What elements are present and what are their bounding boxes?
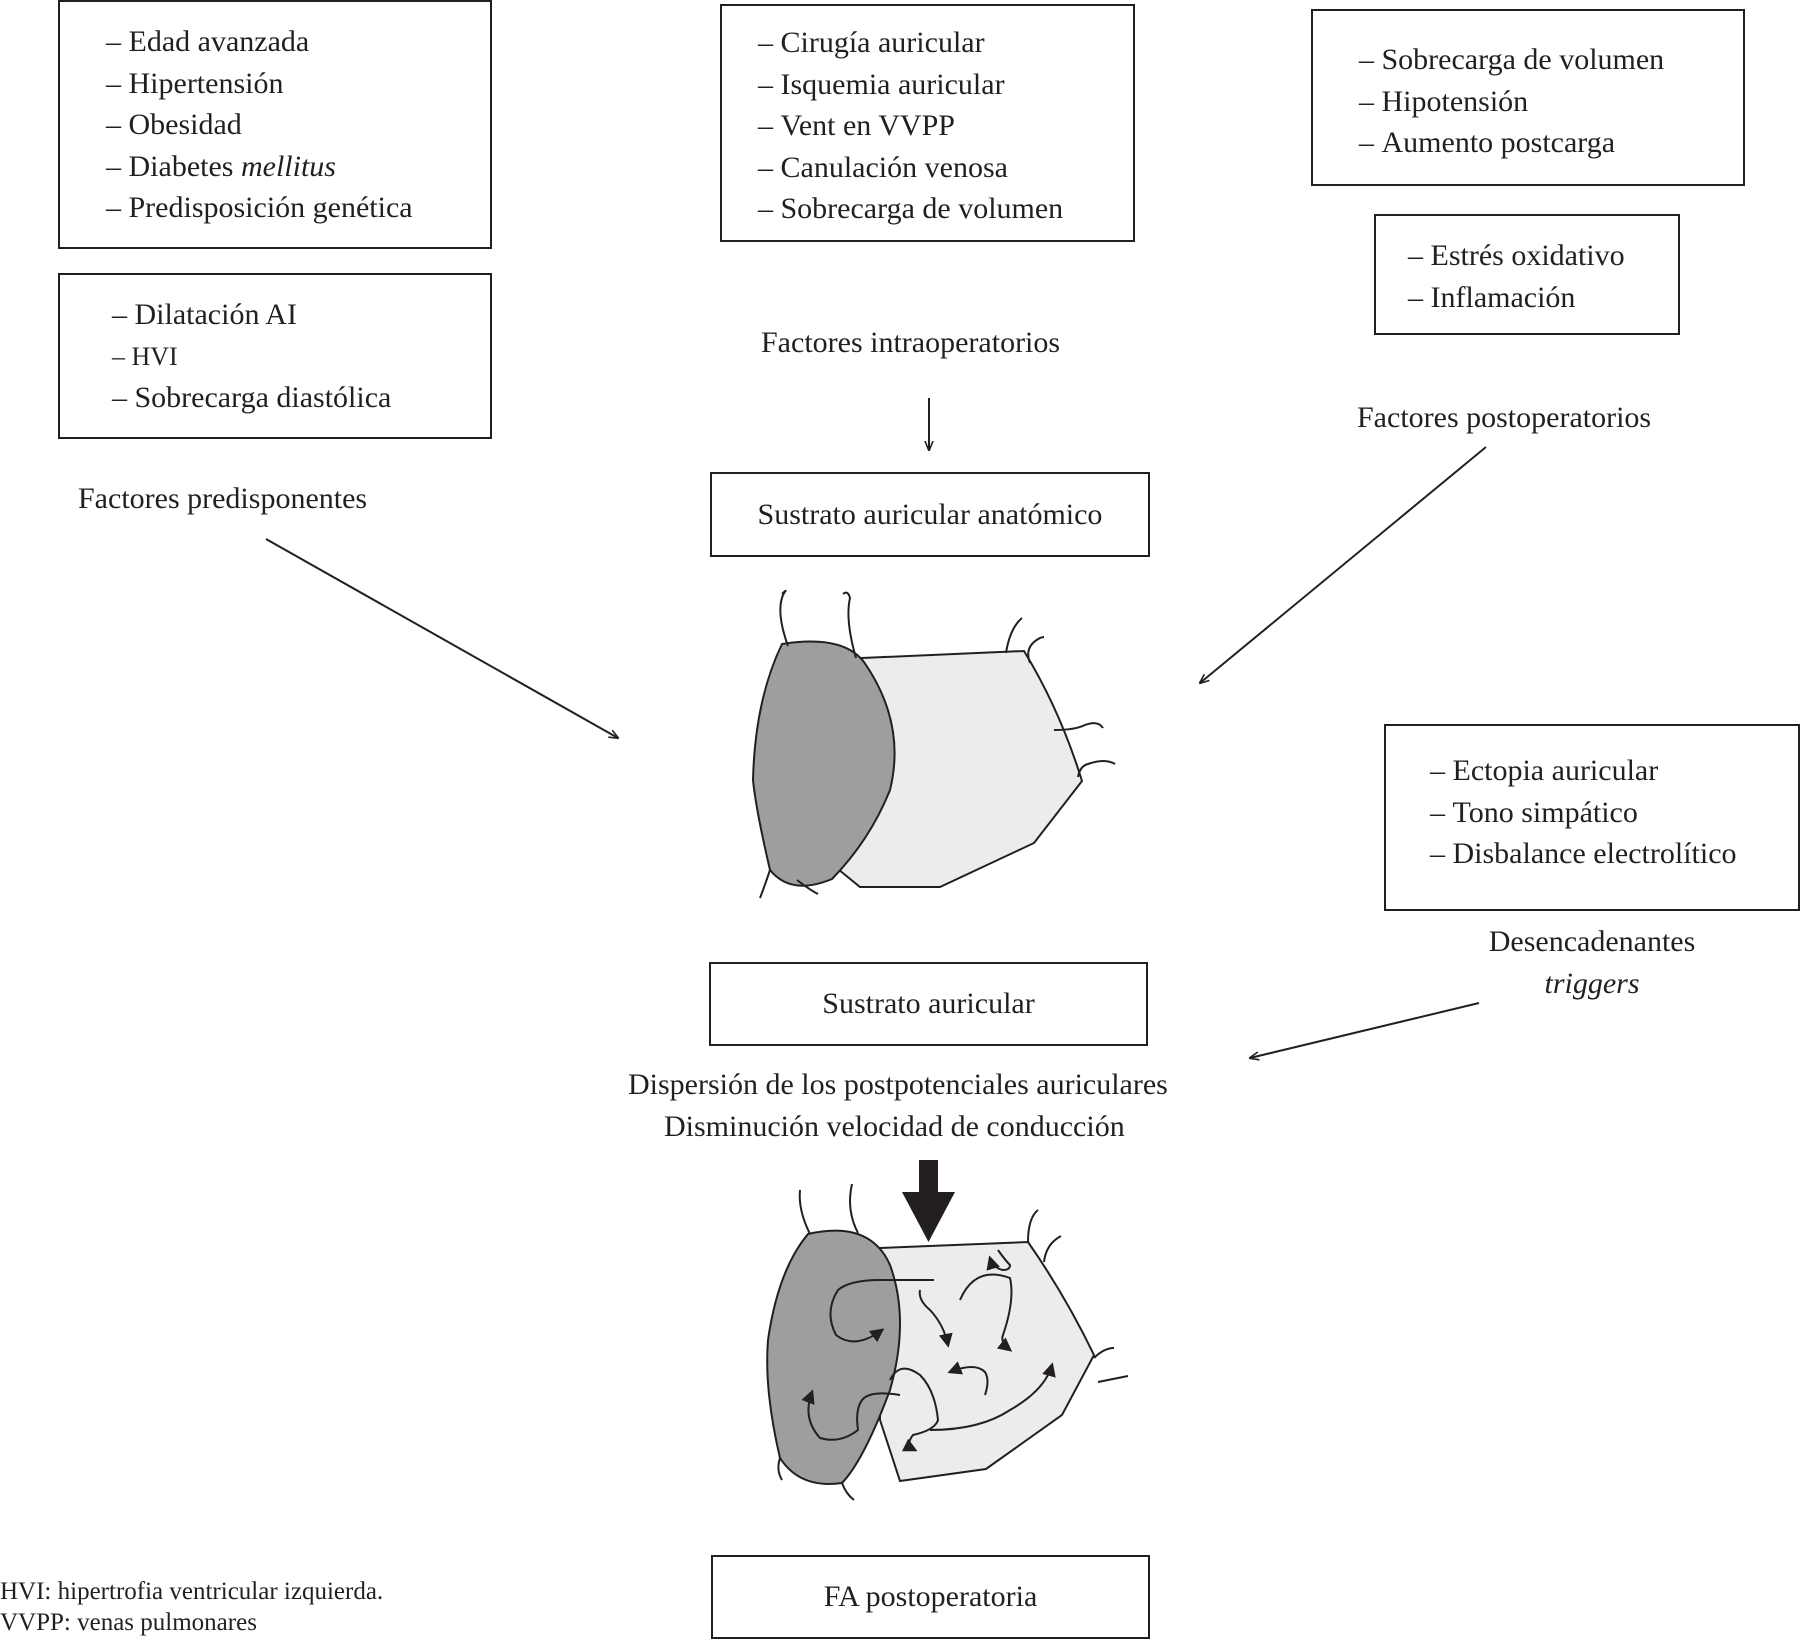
intraoperative-factors-label: Factores intraoperatorios <box>761 326 1061 359</box>
bold-down-arrow <box>902 1160 955 1242</box>
trigger-factors-box: Ectopia auricular Tono simpático Disbala… <box>1384 724 1800 911</box>
list-item: Cirugía auricular <box>758 22 1133 64</box>
substrate-line-1: Dispersión de los postpotenciales auricu… <box>628 1068 1168 1101</box>
list-item-text: Diabetes <box>128 149 241 183</box>
list-item: Ectopia auricular <box>1430 750 1798 792</box>
cardiac-factors-box: Dilatación AI HVI Sobrecarga diastólica <box>58 273 492 439</box>
list-item: Estrés oxidativo <box>1408 235 1678 277</box>
footnote-vvpp: VVPP: venas pulmonares <box>0 1609 257 1636</box>
triggers-label: Desencadenantes triggers <box>1462 921 1722 1005</box>
triggers-label-main: Desencadenantes <box>1488 925 1696 958</box>
anatomic-substrate-box: Sustrato auricular anatómico <box>710 472 1150 557</box>
postoperative-factors-box: Sobrecarga de volumen Hipotensión Aument… <box>1311 9 1745 186</box>
list-item: Sobrecarga diastólica <box>112 377 490 419</box>
list-item: Dilatación AI <box>112 294 490 336</box>
postoperative-factors-label: Factores postoperatorios <box>1357 401 1652 434</box>
list-item: Hipertensión <box>106 63 490 105</box>
list-item: Sobrecarga de volumen <box>758 188 1133 230</box>
list-item: Sobrecarga de volumen <box>1359 39 1743 81</box>
list-item: Inflamación <box>1408 277 1678 319</box>
list-item: Canulación venosa <box>758 147 1133 189</box>
list-item: Tono simpático <box>1430 792 1798 834</box>
list-item: Obesidad <box>106 104 490 146</box>
predisposing-factors-label: Factores predisponentes <box>78 482 368 515</box>
atrial-substrate-box: Sustrato auricular <box>709 962 1148 1046</box>
list-item: Isquemia auricular <box>758 64 1133 106</box>
list-item: HVI <box>112 336 490 378</box>
atria-illustration-2 <box>766 1183 1129 1501</box>
list-item: Predisposición genética <box>106 187 490 229</box>
footnote-hvi: HVI: hipertrofia ventricular izquierda. <box>0 1578 384 1605</box>
list-item: Edad avanzada <box>106 21 490 63</box>
intraoperative-factors-box: Cirugía auricular Isquemia auricular Ven… <box>720 4 1135 242</box>
list-item: Hipotensión <box>1359 81 1743 123</box>
triggers-label-italic: triggers <box>1544 967 1640 1000</box>
oxidative-factors-box: Estrés oxidativo Inflamación <box>1374 214 1680 335</box>
list-item-italic: mellitus <box>240 149 336 183</box>
arrow-postoperatorios <box>1200 446 1487 683</box>
arrow-desencadenantes <box>1250 1002 1480 1058</box>
substrate-line-2: Disminución velocidad de conducción <box>664 1110 1125 1143</box>
list-item: Aumento postcarga <box>1359 122 1743 164</box>
predisposing-factors-box: Edad avanzada Hipertensión Obesidad Diab… <box>58 0 492 249</box>
list-item: Disbalance electrolítico <box>1430 833 1798 875</box>
postoperative-af-box: FA postoperatoria <box>711 1555 1150 1639</box>
atria-illustration-1 <box>751 589 1116 899</box>
arrow-predisponentes <box>265 538 618 738</box>
list-item: Diabetes mellitus <box>106 146 490 188</box>
reentry-arrows <box>801 1249 1056 1452</box>
list-item: Vent en VVPP <box>758 105 1133 147</box>
